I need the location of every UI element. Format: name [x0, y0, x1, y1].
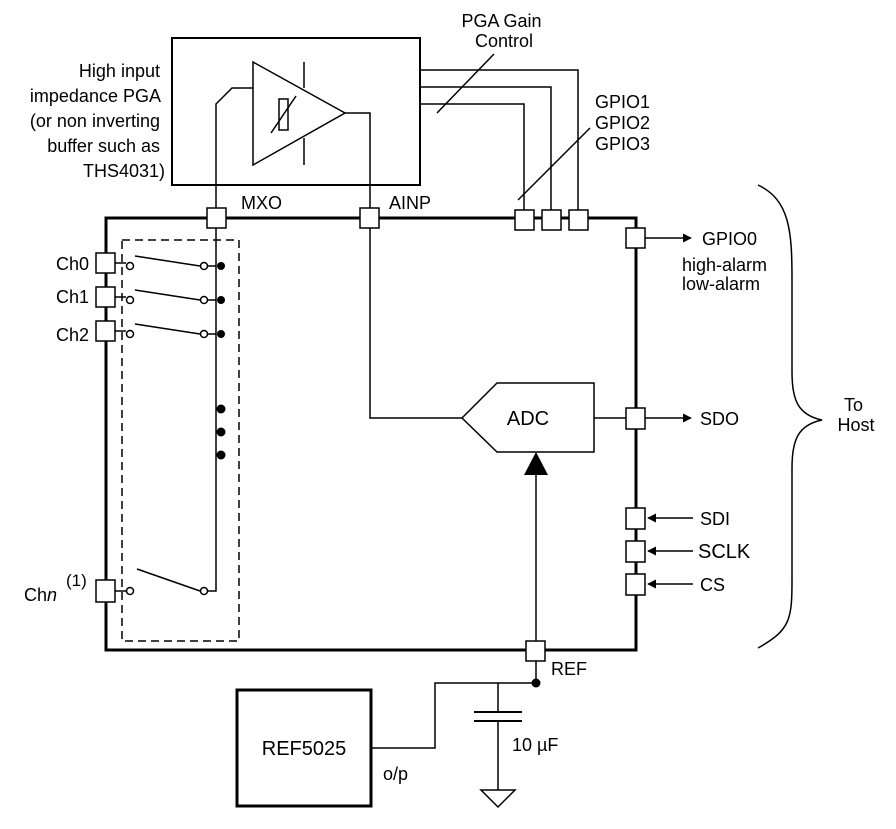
pga-description-line: (or non inverting [30, 111, 160, 131]
cs-pin [625, 573, 646, 596]
sdi-pin [625, 507, 646, 530]
gpio1-pin [514, 209, 535, 231]
sclk-label: SCLK [698, 541, 751, 563]
ref5025-label: REF5025 [262, 738, 347, 760]
ainp-label: AINP [389, 193, 431, 213]
pga-block [171, 37, 421, 208]
multiplexer-region [121, 239, 240, 642]
gpio0-pin [625, 227, 646, 249]
ch1-label: Ch1 [56, 287, 89, 307]
ref-arrow-icon [524, 452, 548, 475]
gpio-top-labels: GPIO1 GPIO2 GPIO3 [595, 92, 655, 154]
gain-control-bus [420, 69, 579, 210]
sclk-pin [625, 540, 646, 563]
gpio-pointer [517, 127, 591, 201]
ainp-to-adc-wire [369, 228, 462, 419]
ch2-label: Ch2 [56, 325, 89, 345]
chn-footnote: (1) [66, 571, 87, 590]
ground-icon [479, 789, 517, 809]
output-label: o/p [383, 764, 408, 784]
pga-description-line: High input [79, 61, 160, 81]
sdi-label: SDI [700, 509, 730, 529]
pga-amplifier-symbol [252, 60, 347, 167]
channel-chn [95, 568, 217, 603]
gpio0-label: GPIO0 [702, 229, 757, 249]
capacitor-icon [474, 683, 522, 790]
to-host-label: To Host [837, 395, 874, 435]
pga-description-line: impedance PGA [30, 86, 161, 106]
chn-label: Chn [24, 585, 57, 605]
ch0-label: Ch0 [56, 254, 89, 274]
host-brace [757, 184, 823, 649]
channel-ch1 [95, 286, 225, 308]
ellipsis-dot [216, 404, 226, 414]
ellipsis-dot [216, 450, 226, 460]
pga-gain-control-label: PGA Gain Control [461, 11, 546, 51]
pga-box [171, 37, 421, 186]
ellipsis-dot [216, 427, 226, 437]
pga-description-line: buffer such as [47, 136, 160, 156]
sdo-pin [625, 407, 646, 430]
pga-description: High input impedance PGA (or non inverti… [30, 61, 165, 181]
gpio0-functions: high-alarm low-alarm [682, 255, 772, 294]
ref-label: REF [551, 659, 587, 679]
ainp-pin [359, 207, 380, 229]
gpio3-pin [568, 209, 589, 231]
gpio2-pin [541, 209, 562, 231]
sdo-label: SDO [700, 409, 739, 429]
channel-ch0 [95, 252, 225, 274]
pga-description-line: THS4031) [83, 161, 165, 181]
cs-label: CS [700, 575, 725, 595]
channel-ch2 [95, 320, 225, 342]
mxo-label: MXO [241, 193, 282, 213]
ref-output-wire [371, 682, 536, 749]
mxo-pin [206, 207, 227, 229]
variable-resistor-icon [270, 95, 297, 134]
capacitor-label: 10 µF [512, 735, 558, 755]
ref-pin [525, 640, 546, 662]
gain-control-pointer [436, 53, 495, 114]
adc-label: ADC [507, 408, 549, 430]
